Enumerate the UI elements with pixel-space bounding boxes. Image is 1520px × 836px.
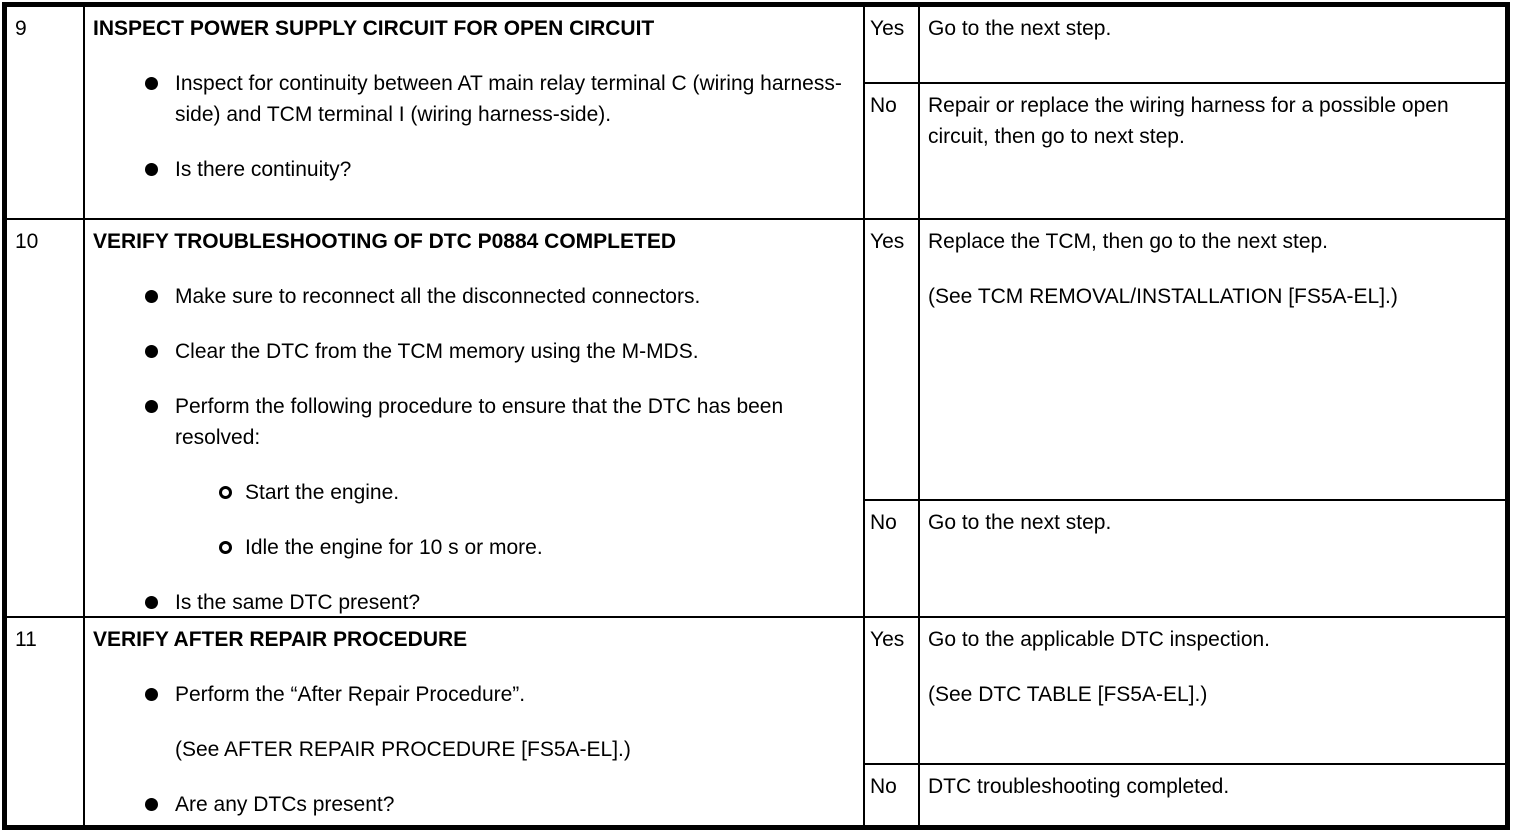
yes-result-cell: Replace the TCM, then go to the next ste… xyxy=(920,220,1505,499)
result-text: Repair or replace the wiring harness for… xyxy=(928,94,1449,148)
no-result-cell: Repair or replace the wiring harness for… xyxy=(920,84,1505,218)
table-row-step-11: 11 VERIFY AFTER REPAIR PROCEDURE Perform… xyxy=(7,618,1505,825)
results-section: Yes Go to the next step. No Repair or re… xyxy=(865,7,1505,218)
list-item: Clear the DTC from the TCM memory using … xyxy=(93,336,853,367)
table-row-step-10: 10 VERIFY TROUBLESHOOTING OF DTC P0884 C… xyxy=(7,220,1505,618)
no-label-cell: No xyxy=(865,84,920,218)
bullet-icon xyxy=(145,290,158,303)
bullet-icon xyxy=(145,596,158,609)
list-item-text: Perform the following procedure to ensur… xyxy=(175,395,784,449)
bullet-icon xyxy=(145,163,158,176)
bullet-icon xyxy=(145,345,158,358)
step-number-cell: 11 xyxy=(7,618,85,825)
yes-result-cell: Go to the next step. xyxy=(920,7,1505,82)
yes-subrow: Yes Go to the applicable DTC inspection.… xyxy=(865,618,1505,765)
step-number: 9 xyxy=(15,17,27,40)
bullet-icon xyxy=(145,77,158,90)
yes-result-cell: Go to the applicable DTC inspection. (Se… xyxy=(920,618,1505,763)
result-text: Go to the next step. xyxy=(928,511,1112,534)
yes-label-cell: Yes xyxy=(865,7,920,82)
no-subrow: No Go to the next step. xyxy=(865,501,1505,616)
action-cell: INSPECT POWER SUPPLY CIRCUIT FOR OPEN CI… xyxy=(85,7,865,218)
list-item: Make sure to reconnect all the disconnec… xyxy=(93,281,853,312)
list-item: Are any DTCs present? xyxy=(93,789,853,820)
list-item: Perform the “After Repair Procedure”. xyxy=(93,679,853,710)
list-item-text: Inspect for continuity between AT main r… xyxy=(175,72,842,126)
sub-bullet-icon xyxy=(219,541,232,554)
sub-list-item: Start the engine. xyxy=(93,477,853,508)
step-title: VERIFY TROUBLESHOOTING OF DTC P0884 COMP… xyxy=(93,230,677,253)
step-title: INSPECT POWER SUPPLY CIRCUIT FOR OPEN CI… xyxy=(93,17,655,40)
result-text: Replace the TCM, then go to the next ste… xyxy=(928,230,1329,253)
yes-subrow: Yes Go to the next step. xyxy=(865,7,1505,84)
list-item-text: Make sure to reconnect all the disconnec… xyxy=(175,285,701,308)
step-number-cell: 10 xyxy=(7,220,85,616)
list-item: Is there continuity? xyxy=(93,154,853,185)
no-result-cell: DTC troubleshooting completed. xyxy=(920,765,1505,825)
no-subrow: No Repair or replace the wiring harness … xyxy=(865,84,1505,218)
no-label-cell: No xyxy=(865,501,920,616)
no-subrow: No DTC troubleshooting completed. xyxy=(865,765,1505,825)
list-item-text: Are any DTCs present? xyxy=(175,793,395,816)
results-section: Yes Go to the applicable DTC inspection.… xyxy=(865,618,1505,825)
list-item-text: Clear the DTC from the TCM memory using … xyxy=(175,340,699,363)
yes-label-cell: Yes xyxy=(865,618,920,763)
see-reference-note: (See AFTER REPAIR PROCEDURE [FS5A-EL].) xyxy=(175,738,631,761)
action-cell: VERIFY TROUBLESHOOTING OF DTC P0884 COMP… xyxy=(85,220,865,616)
step-number-cell: 9 xyxy=(7,7,85,218)
list-item-text: Is there continuity? xyxy=(175,158,352,181)
list-item: Inspect for continuity between AT main r… xyxy=(93,68,853,130)
bullet-icon xyxy=(145,400,158,413)
sub-list-item: Idle the engine for 10 s or more. xyxy=(93,532,853,563)
result-text: Go to the applicable DTC inspection. xyxy=(928,628,1271,651)
sub-list-item-text: Idle the engine for 10 s or more. xyxy=(245,536,543,559)
table-row-step-9: 9 INSPECT POWER SUPPLY CIRCUIT FOR OPEN … xyxy=(7,7,1505,220)
step-title: VERIFY AFTER REPAIR PROCEDURE xyxy=(93,628,468,651)
list-item: Is the same DTC present? xyxy=(93,587,853,616)
result-see-reference: (See DTC TABLE [FS5A-EL].) xyxy=(928,683,1208,706)
result-see-reference: (See TCM REMOVAL/INSTALLATION [FS5A-EL].… xyxy=(928,285,1398,308)
no-result-cell: Go to the next step. xyxy=(920,501,1505,616)
yes-label-cell: Yes xyxy=(865,220,920,499)
bullet-icon xyxy=(145,688,158,701)
action-cell: VERIFY AFTER REPAIR PROCEDURE Perform th… xyxy=(85,618,865,825)
sub-list-item-text: Start the engine. xyxy=(245,481,400,504)
no-label-cell: No xyxy=(865,765,920,825)
sub-bullet-icon xyxy=(219,486,232,499)
yes-subrow: Yes Replace the TCM, then go to the next… xyxy=(865,220,1505,501)
bullet-icon xyxy=(145,798,158,811)
result-text: DTC troubleshooting completed. xyxy=(928,775,1230,798)
step-number: 11 xyxy=(15,628,37,651)
result-text: Go to the next step. xyxy=(928,17,1112,40)
list-item-text: Perform the “After Repair Procedure”. xyxy=(175,683,526,706)
list-item: Perform the following procedure to ensur… xyxy=(93,391,853,453)
step-number: 10 xyxy=(15,230,39,253)
list-item-text: Is the same DTC present? xyxy=(175,591,421,614)
results-section: Yes Replace the TCM, then go to the next… xyxy=(865,220,1505,616)
